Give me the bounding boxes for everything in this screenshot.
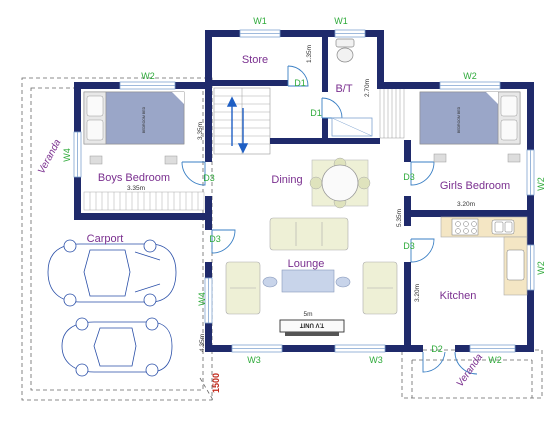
sofa-top-icon [269,217,349,251]
room-bt: B/T [335,83,352,95]
tv-unit-label: T.V UNIT [300,322,325,328]
dim-kitchen-height: 3.20m [414,284,421,302]
door-d3-boys-icon [181,161,206,186]
girls-bed-label: BEDROOM BED [457,106,461,133]
lounge-furniture [225,217,398,315]
window-w2-girls-right: W2 [536,177,546,191]
door-d1-bt: D1 [310,108,322,118]
fridge-icon [506,249,525,281]
room-kitchen: Kitchen [440,290,477,302]
dining-table-icon [309,157,371,209]
room-dining: Dining [271,174,302,186]
window-w2-boys: W2 [141,71,155,81]
car-bottom-icon [61,317,173,377]
dim-boys-width: 3.35m [127,185,145,192]
dim-bt-height: 2.70m [364,79,371,97]
door-swings [181,65,478,375]
door-d3-girls: D3 [403,172,415,182]
door-d3-girls-icon [410,161,435,186]
room-boys-bedroom: Boys Bedroom [98,172,170,184]
door-d1-store-icon [287,65,309,87]
dim-girls-width: 3.20m [457,201,475,208]
dim-dining-height: 5.35m [396,209,403,227]
window-w1-bt: W1 [334,16,348,26]
toilet-icon [335,38,355,63]
window-w4-lounge: W4 [197,292,207,306]
window-markings [73,29,535,353]
door-d2: D2 [431,344,443,354]
staircase [213,87,271,155]
door-d3-lounge-left: D3 [209,234,221,244]
dim-site-mark: 1500 [211,373,221,393]
boys-bed-label: BEDROOM BED [142,106,146,133]
pouf-right-icon [335,276,351,288]
room-girls-bedroom: Girls Bedroom [440,180,510,192]
door-d3-lounge-icon [211,229,236,254]
veranda-right-label: Veranda [455,352,486,389]
door-d3-kitchen-icon [410,238,435,263]
window-w2-kitchen-right: W2 [536,261,546,275]
window-w3-left: W3 [247,355,261,365]
coffee-table-icon [281,269,335,293]
window-w2-bottom-right: W2 [488,355,502,365]
door-d3-kitchen: D3 [403,241,415,251]
pouf-left-icon [262,276,278,288]
dim-store-height: 1.35m [306,45,313,63]
window-w1-store: W1 [253,16,267,26]
door-d3-boys: D3 [203,173,215,183]
window-w3-right: W3 [369,355,383,365]
tv-unit-icon: T.V UNIT [279,319,345,336]
door-right-veranda-icon [454,351,478,375]
car-top-icon [47,239,177,307]
hatch-strip-boys [83,191,205,211]
boys-bed-icon: BEDROOM BED [83,91,185,165]
stove-icon [451,218,479,236]
sink-icon [491,219,515,235]
shower-tray-icon [331,117,373,137]
dim-lounge-height: 4.35m [199,334,206,352]
hatch-area [379,87,405,139]
room-lounge: Lounge [288,258,325,270]
veranda-left-label: Veranda [36,137,63,176]
kitchen-counter [440,216,528,296]
window-w4-boys: W4 [62,148,72,162]
door-d1-bt-icon [321,97,343,119]
door-d2-icon [422,351,446,373]
room-store: Store [242,54,268,66]
stair-arrows-icon [226,96,249,154]
girls-bed-icon: BEDROOM BED [419,91,521,163]
door-d1-store: D1 [294,78,306,88]
dim-lounge-width: 5m [303,311,312,318]
window-w2-girls: W2 [463,71,477,81]
dim-stair-height: 3.35m [197,122,204,140]
room-carport: Carport [87,233,124,245]
